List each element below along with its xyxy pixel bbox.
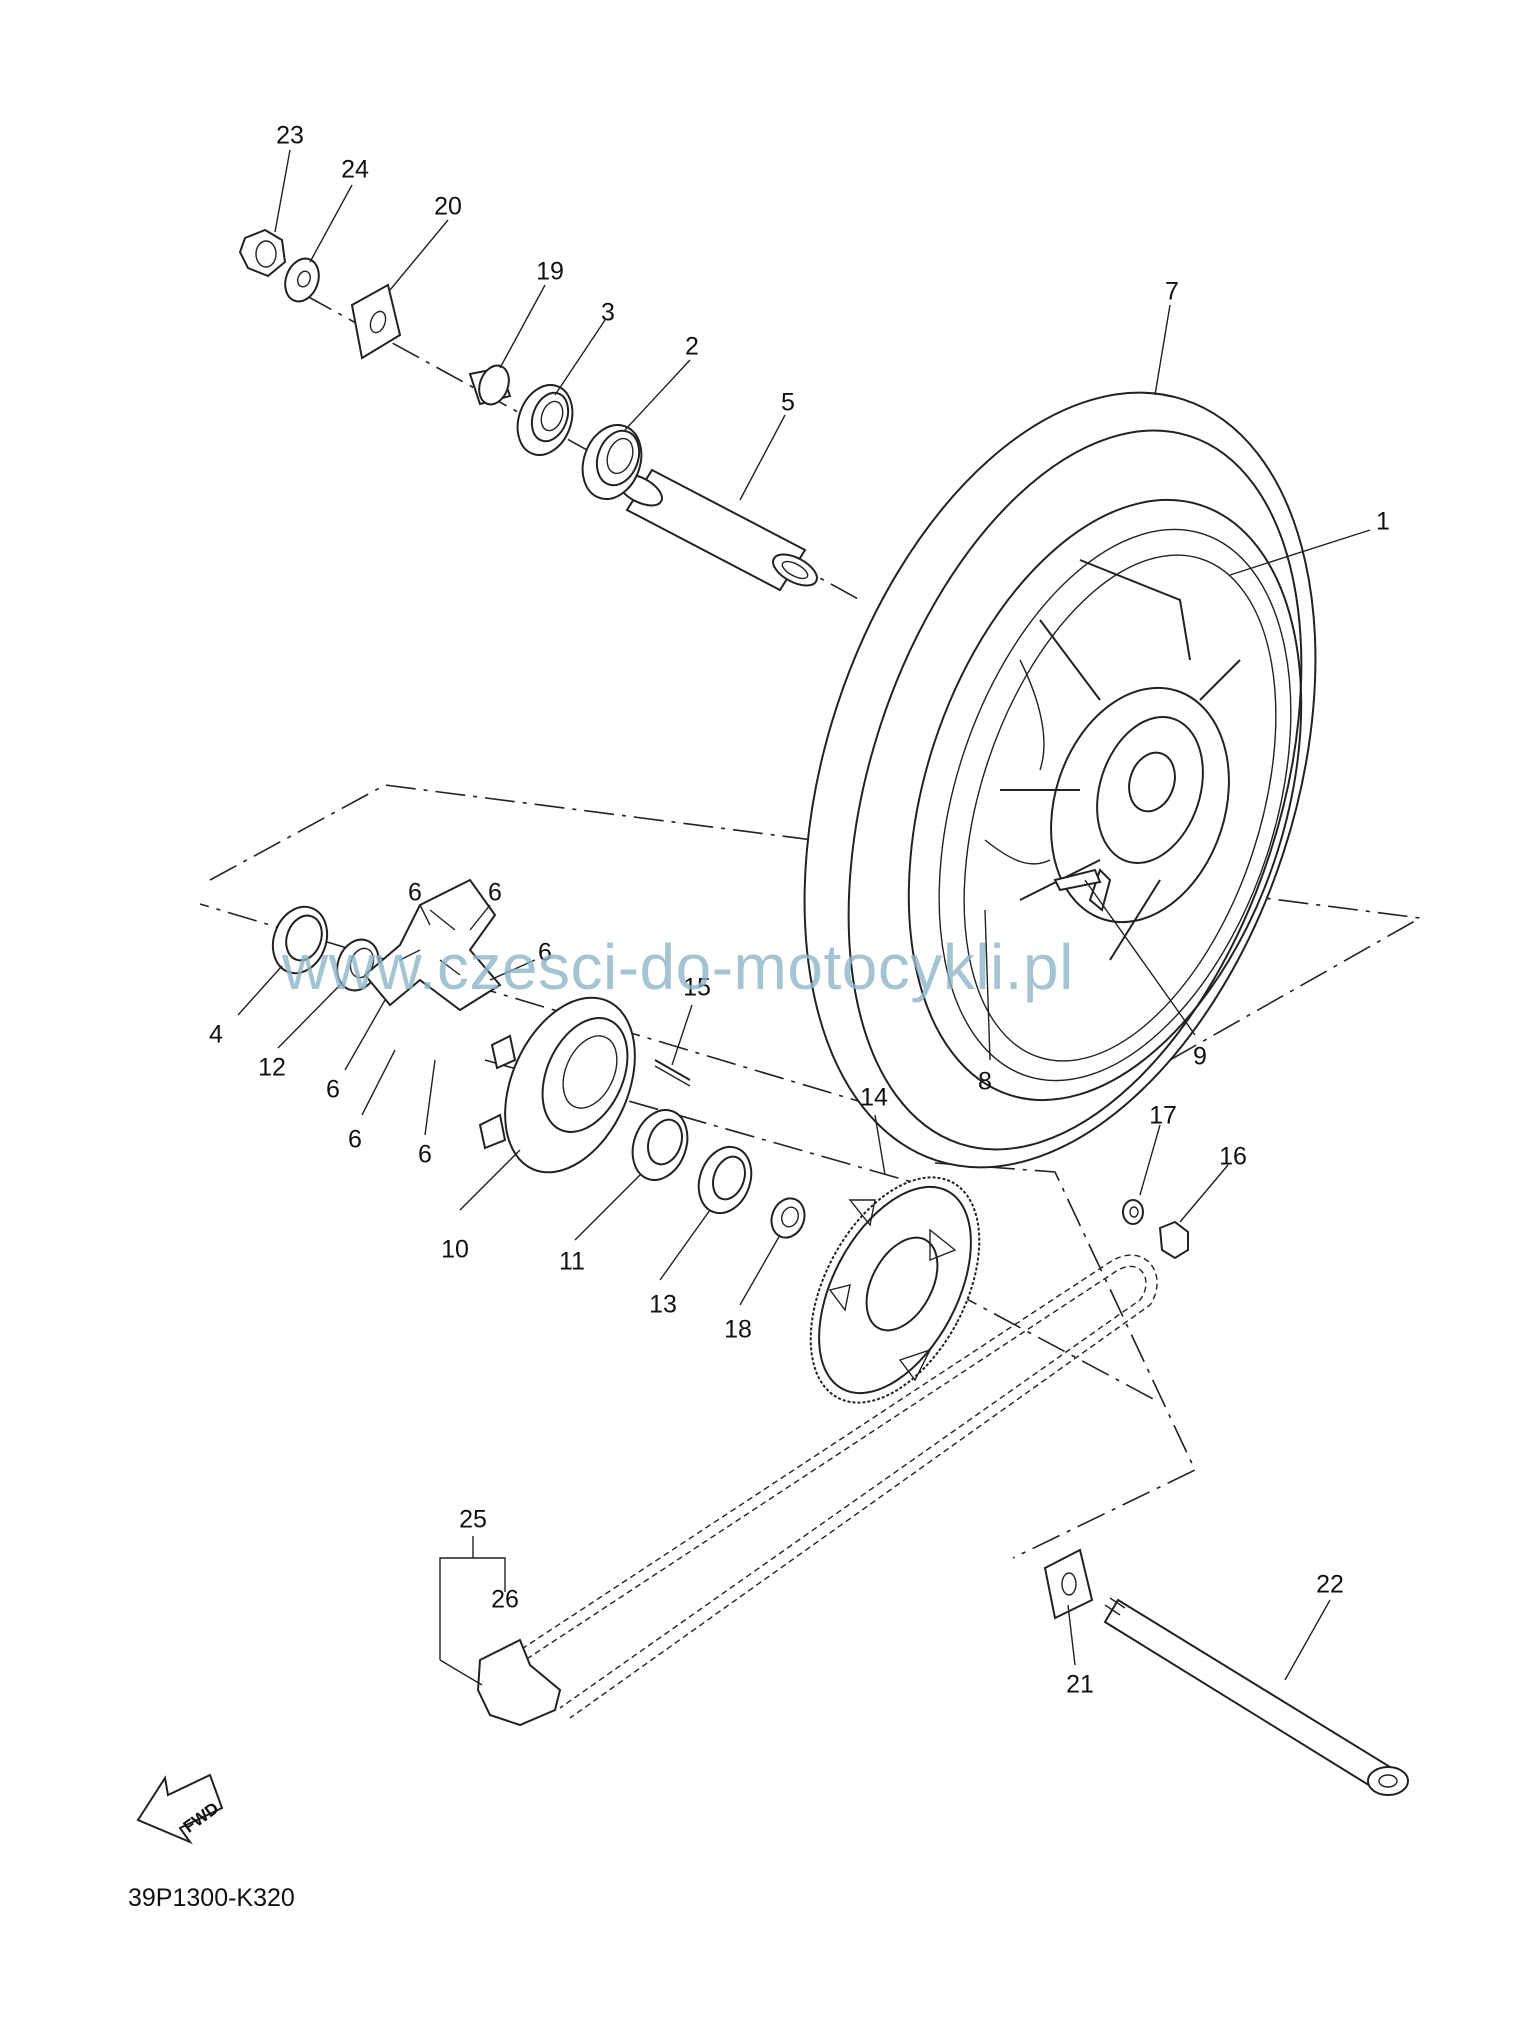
label-part-13: 13 xyxy=(649,1290,677,1319)
fwd-arrow-icon xyxy=(136,1773,224,1845)
oil-seal-3 xyxy=(516,384,574,456)
axle-22 xyxy=(1103,1597,1409,1796)
collar-18 xyxy=(770,1197,806,1239)
label-part-5: 5 xyxy=(781,388,795,417)
label-part-8: 8 xyxy=(978,1067,992,1096)
label-part-16: 16 xyxy=(1219,1142,1247,1171)
drive-chain xyxy=(476,1254,1158,1727)
label-part-6d: 6 xyxy=(326,1075,340,1104)
label-part-4: 4 xyxy=(209,1020,223,1049)
label-part-21: 21 xyxy=(1066,1670,1094,1699)
label-part-2: 2 xyxy=(685,332,699,361)
label-part-15: 15 xyxy=(683,973,711,1002)
label-part-6c: 6 xyxy=(538,938,552,967)
axle-centerline-low xyxy=(949,1289,1156,1401)
label-part-18: 18 xyxy=(724,1315,752,1344)
label-part-22: 22 xyxy=(1316,1570,1344,1599)
plate-20 xyxy=(350,283,402,360)
label-part-20: 20 xyxy=(434,192,462,221)
rear-wheel xyxy=(803,391,1317,1169)
label-part-6b: 6 xyxy=(488,878,502,907)
label-part-24: 24 xyxy=(341,155,369,184)
bearing-2 xyxy=(581,424,643,500)
watermark-text: www.czesci-do-motocykli.pl xyxy=(282,931,1074,1003)
stud-15 xyxy=(654,1059,691,1087)
damper-6 xyxy=(363,878,502,1012)
label-part-6a: 6 xyxy=(408,878,422,907)
label-part-17: 17 xyxy=(1149,1101,1177,1130)
washer-24 xyxy=(284,257,320,303)
label-part-19: 19 xyxy=(536,257,564,286)
sprocket-14 xyxy=(809,1176,981,1404)
washer-17 xyxy=(1122,1199,1144,1225)
label-part-11: 11 xyxy=(559,1247,585,1276)
label-part-9: 9 xyxy=(1193,1042,1207,1071)
clutch-hub-10 xyxy=(478,996,636,1174)
leader-lines xyxy=(237,149,1371,1686)
label-part-6e: 6 xyxy=(348,1125,362,1154)
label-part-12: 12 xyxy=(258,1053,286,1082)
label-part-14: 14 xyxy=(860,1083,888,1112)
diagram-code: 39P1300-K320 xyxy=(128,1884,295,1912)
bearing-11 xyxy=(631,1109,689,1181)
oil-seal-13 xyxy=(697,1145,753,1215)
axle-collar xyxy=(617,468,818,592)
label-part-6f: 6 xyxy=(418,1140,432,1169)
collar-19 xyxy=(468,364,512,406)
label-part-10: 10 xyxy=(441,1235,469,1264)
label-part-7: 7 xyxy=(1165,277,1179,306)
label-part-25: 25 xyxy=(459,1505,487,1534)
bearing-4 xyxy=(271,905,329,975)
frame-wheel-hub xyxy=(199,784,1423,1149)
nut-16 xyxy=(1158,1220,1189,1260)
plate-21 xyxy=(1043,1548,1094,1620)
label-part-3: 3 xyxy=(601,298,615,327)
nut-23 xyxy=(238,228,287,278)
label-part-26: 26 xyxy=(491,1585,519,1614)
label-part-23: 23 xyxy=(276,121,304,150)
label-part-1: 1 xyxy=(1376,507,1390,536)
